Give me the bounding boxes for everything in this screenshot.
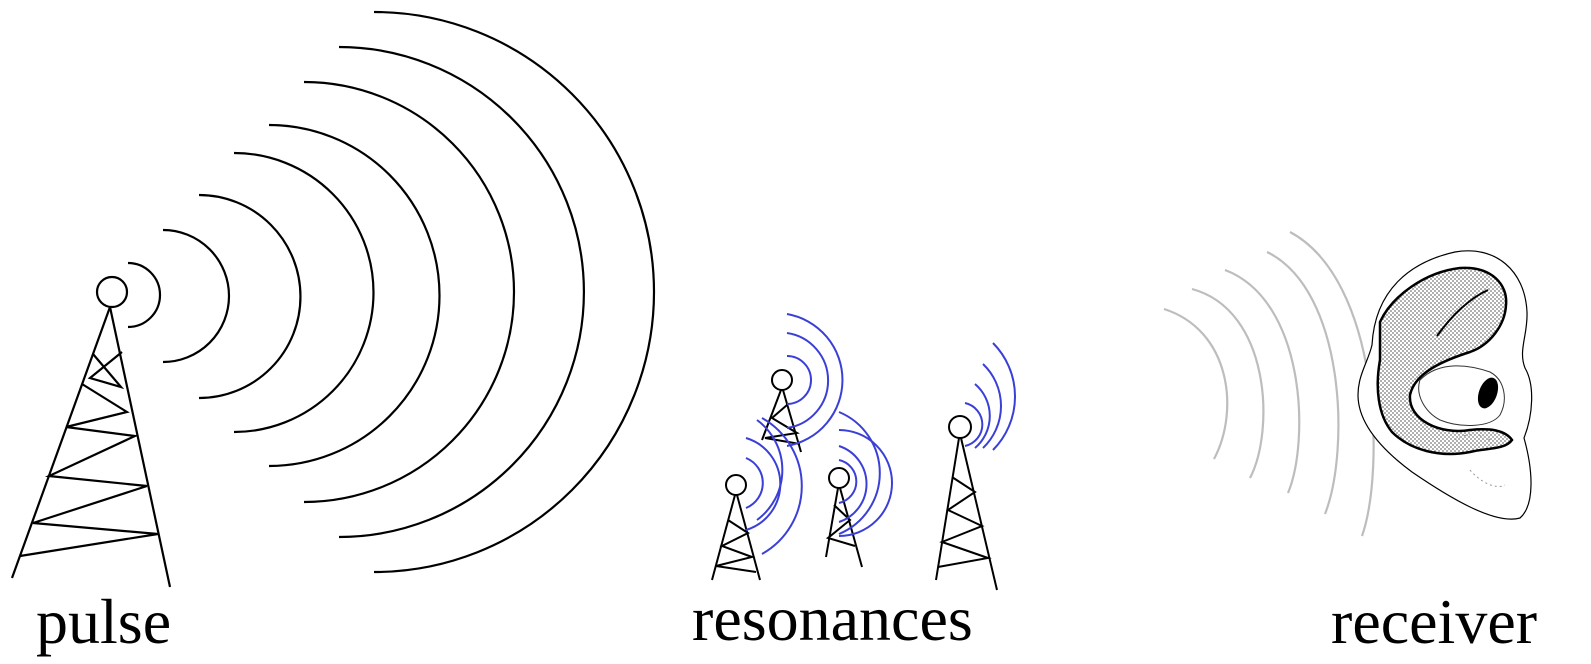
pulse-wavefronts: [127, 10, 656, 574]
resonator-tower-icon: [761, 369, 802, 453]
received-waves: [1163, 231, 1375, 537]
pulse-wave-2: [162, 228, 231, 364]
resonance-waves: [838, 411, 893, 537]
resonator-tower-icon: [711, 474, 761, 581]
resonances-label: resonances: [692, 583, 973, 654]
resonance-waves: [745, 417, 803, 555]
receiver-label: receiver: [1331, 586, 1537, 657]
transmitter-tower-icon: [10, 275, 172, 588]
resonator-tower-icon: [935, 415, 998, 591]
ear-concha: [1418, 365, 1505, 426]
resonance-waves: [964, 342, 1016, 451]
pulse-wave-1: [127, 261, 162, 329]
pulse-wave-4: [233, 151, 375, 434]
pulse-label: pulse: [36, 586, 171, 657]
pulse-wave-7: [338, 45, 586, 539]
pulse-wave-3: [198, 193, 302, 400]
pulse-wave-5: [268, 123, 441, 468]
ear-fold: [1436, 289, 1489, 337]
pulse-wave-6: [303, 80, 516, 504]
ear-helix: [1376, 266, 1514, 456]
pulse-wave-8: [373, 10, 656, 574]
ear-icon: [1357, 250, 1533, 520]
resonance-waves: [786, 313, 844, 447]
ear-canal: [1477, 377, 1499, 409]
